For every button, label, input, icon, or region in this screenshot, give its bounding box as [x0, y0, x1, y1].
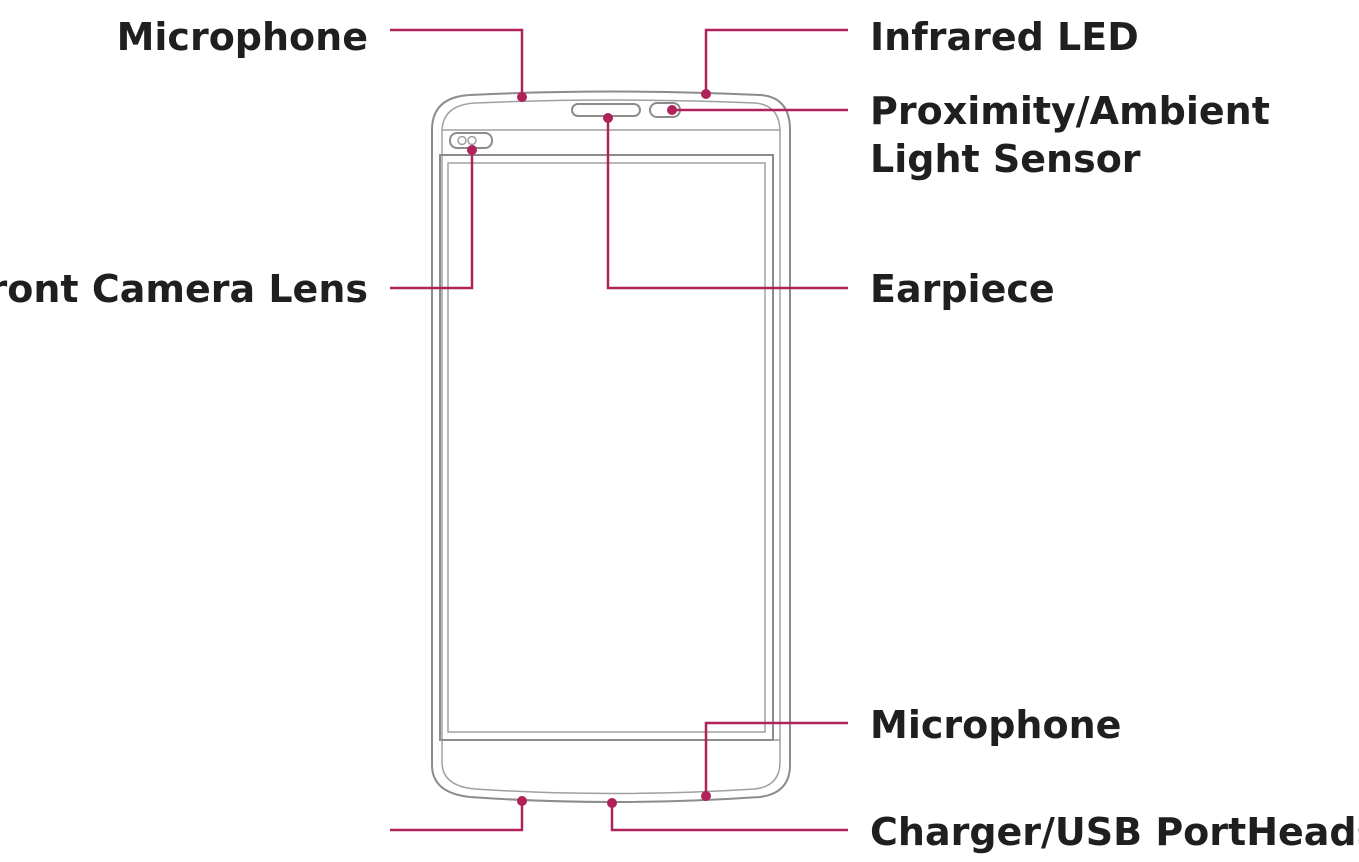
leader-dot-bottom-left-unlabeled	[517, 796, 527, 806]
screen-outer	[439, 154, 774, 741]
leader-dot-proximity-sensor	[667, 105, 677, 115]
label-front-camera-lens: Front Camera Lens	[0, 267, 368, 311]
label-microphone-bottom: Microphone	[870, 703, 1121, 747]
leader-dot-front-camera	[467, 145, 477, 155]
leader-dot-earpiece	[603, 113, 613, 123]
label-proximity-line1: Proximity/Ambient	[870, 89, 1270, 133]
leader-dot-charger-usb	[607, 798, 617, 808]
leader-microphone-top	[390, 28, 524, 97]
leader-earpiece	[606, 118, 848, 290]
label-proximity-line2: Light Sensor	[870, 137, 1141, 181]
callout-labels: Microphone Infrared LED Proximity/Ambien…	[0, 15, 1359, 854]
front-camera-lens-dot-1	[457, 135, 467, 146]
leader-charger-usb	[610, 803, 848, 832]
front-camera-lens-dot-2	[467, 135, 477, 146]
label-infrared-led: Infrared LED	[870, 15, 1139, 59]
leader-infrared-led	[704, 28, 848, 94]
leader-microphone-bottom	[704, 721, 848, 796]
leader-bottom-left-unlabeled	[390, 801, 524, 832]
phone-inner-outline	[441, 99, 781, 795]
screen-inner	[447, 162, 766, 733]
leader-dot-infrared-led	[701, 89, 711, 99]
leader-dot-microphone-top	[517, 92, 527, 102]
label-earpiece: Earpiece	[870, 267, 1055, 311]
label-microphone-top: Microphone	[117, 15, 368, 59]
leader-dot-microphone-bottom	[701, 791, 711, 801]
phone-outer-outline	[431, 90, 791, 803]
leader-front-camera	[390, 150, 474, 290]
leader-lines	[390, 28, 848, 832]
label-charger-usb: Charger/USB PortHeadse	[870, 810, 1359, 854]
phone-body	[431, 90, 791, 803]
